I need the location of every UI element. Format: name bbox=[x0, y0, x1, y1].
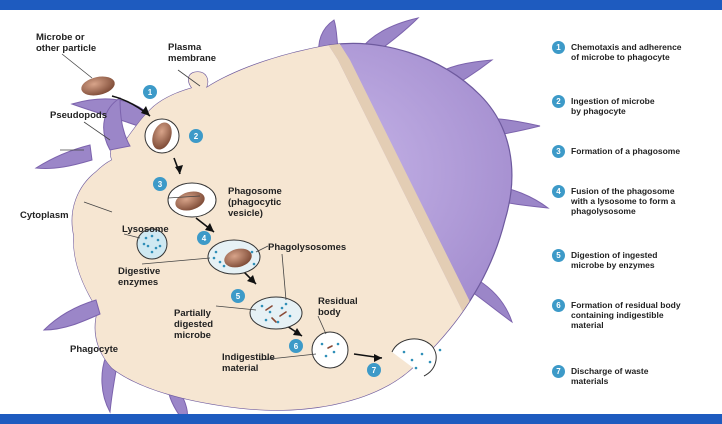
step-text: Discharge of waste materials bbox=[571, 366, 649, 386]
digesting-vesicle bbox=[249, 296, 303, 330]
svg-text:7: 7 bbox=[372, 366, 377, 375]
steps-legend: 1 Chemotaxis and adherence of microbe to … bbox=[552, 0, 722, 424]
step-badge: 2 bbox=[552, 95, 565, 108]
step-badge: 7 bbox=[552, 365, 565, 378]
step-text: Formation of a phagosome bbox=[571, 146, 681, 156]
legend-step-4: 4 Fusion of the phagosome with a lysosome… bbox=[552, 185, 722, 216]
svg-text:4: 4 bbox=[202, 234, 207, 243]
residual-body bbox=[311, 331, 349, 369]
svg-text:6: 6 bbox=[294, 342, 299, 351]
step-badge: 1 bbox=[552, 41, 565, 54]
legend-step-1: 1 Chemotaxis and adherence of microbe to … bbox=[552, 41, 722, 62]
svg-text:3: 3 bbox=[158, 180, 163, 189]
ingested-microbe bbox=[152, 122, 172, 150]
legend-step-6: 6 Formation of residual body containing i… bbox=[552, 299, 722, 330]
legend-step-7: 7 Discharge of waste materials bbox=[552, 365, 722, 386]
step-text: Fusion of the phagosome with a lysosome … bbox=[571, 186, 676, 216]
pointer-lines bbox=[60, 53, 327, 361]
arrow-heads bbox=[141, 106, 382, 362]
step-badge: 5 bbox=[552, 249, 565, 262]
top-accent-bar bbox=[0, 0, 722, 10]
phagolysosome-microbe bbox=[224, 248, 252, 268]
legend-step-2: 2 Ingestion of microbe by phagocyte bbox=[552, 95, 722, 116]
microbe-fragments bbox=[265, 305, 333, 349]
svg-text:2: 2 bbox=[194, 132, 199, 141]
exocytosis-site bbox=[391, 338, 437, 377]
svg-text:1: 1 bbox=[148, 88, 153, 97]
step-badge: 4 bbox=[552, 185, 565, 198]
bottom-accent-bar bbox=[0, 414, 722, 424]
step-badge: 3 bbox=[552, 145, 565, 158]
label-cytoplasm: Cytoplasm bbox=[20, 210, 69, 221]
step-badge: 6 bbox=[552, 299, 565, 312]
legend-step-5: 5 Digestion of ingested microbe by enzyme… bbox=[552, 249, 722, 270]
step-markers: 1 2 3 4 5 6 7 bbox=[143, 85, 381, 377]
step-text: Ingestion of microbe by phagocyte bbox=[571, 96, 655, 116]
step-text: Digestion of ingested microbe by enzymes bbox=[571, 250, 658, 270]
enzyme-dots bbox=[142, 234, 442, 370]
step-text: Chemotaxis and adherence of microbe to p… bbox=[571, 42, 682, 62]
step-text: Formation of residual body containing in… bbox=[571, 300, 681, 330]
lysosome bbox=[136, 228, 168, 260]
label-phagolysosomes: Phagolysosomes bbox=[268, 242, 346, 253]
label-pseudopods: Pseudopods bbox=[50, 110, 107, 121]
legend-step-3: 3 Formation of a phagosome bbox=[552, 145, 722, 158]
svg-text:5: 5 bbox=[236, 292, 241, 301]
label-phagocyte: Phagocyte bbox=[70, 344, 118, 355]
label-lysosome: Lysosome bbox=[122, 224, 169, 235]
microbe-external bbox=[81, 76, 115, 96]
